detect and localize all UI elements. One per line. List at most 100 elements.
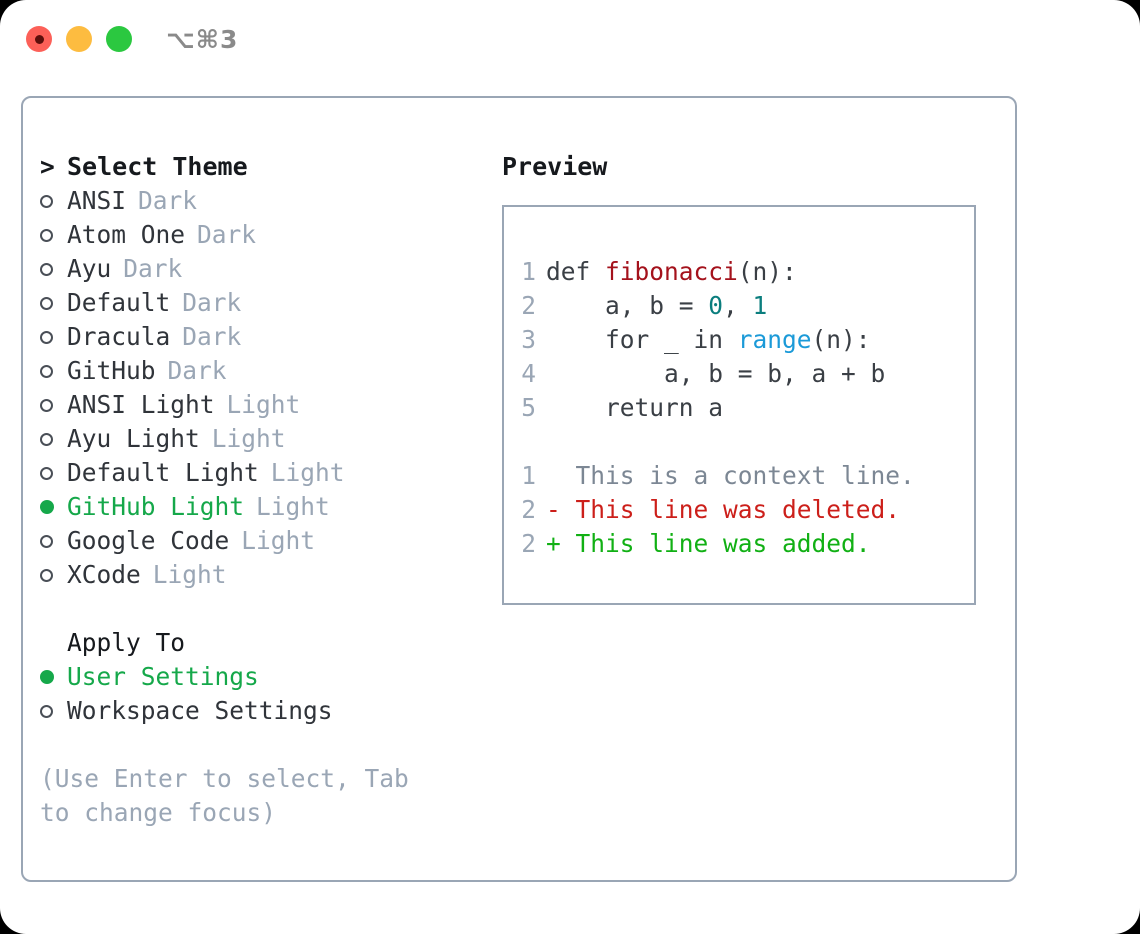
theme-radio-marker — [40, 194, 67, 208]
code-line: 2 a, b = 0, 1 — [504, 289, 974, 323]
radio-unselected-icon — [40, 364, 53, 378]
theme-radio-marker — [40, 262, 67, 276]
code-line-number: 4 — [521, 359, 536, 388]
code-token: (n): — [811, 325, 871, 354]
theme-name-label: XCode — [67, 560, 141, 589]
theme-radio-marker — [40, 432, 67, 446]
theme-radio-marker — [40, 364, 67, 378]
diff-spacer — [504, 425, 974, 459]
code-line-number: 5 — [521, 393, 536, 422]
diff-text: This line was deleted. — [560, 495, 901, 524]
theme-name-label: ANSI Light — [67, 390, 215, 419]
apply-to-option[interactable]: User Settings — [40, 660, 500, 694]
apply-to-radio-marker — [40, 670, 67, 684]
theme-name-label: ANSI — [67, 186, 127, 215]
theme-variant-tag: Light — [152, 560, 227, 589]
theme-radio-marker — [40, 398, 67, 412]
diff-line: 2 + This line was added. — [504, 527, 974, 561]
radio-unselected-icon — [40, 296, 53, 310]
theme-radio-marker — [40, 534, 67, 548]
theme-variant-tag: Dark — [138, 186, 198, 215]
select-theme-header: > Select Theme — [40, 150, 500, 184]
radio-unselected-icon — [40, 466, 53, 480]
radio-unselected-icon — [40, 330, 53, 344]
theme-name-label: Default Light — [67, 458, 259, 487]
theme-radio-marker — [40, 500, 67, 514]
maximize-window-button[interactable] — [106, 26, 132, 52]
diff-line-number: 1 — [521, 461, 536, 490]
theme-radio-marker — [40, 466, 67, 480]
code-token: 1 — [752, 291, 768, 320]
theme-name-label: Ayu — [67, 254, 112, 283]
radio-selected-icon — [40, 670, 54, 684]
diff-sign: + — [546, 529, 561, 558]
theme-list-item[interactable]: Dracula Dark — [40, 320, 500, 354]
code-token: a, b = b, a + b — [546, 359, 886, 388]
theme-variant-tag: Dark — [123, 254, 183, 283]
diff-text: This is a context line. — [560, 461, 915, 490]
theme-name-label: GitHub Light — [67, 492, 245, 521]
theme-name-label: Default — [67, 288, 171, 317]
close-window-button[interactable] — [26, 26, 52, 52]
diff-text: This line was added. — [560, 529, 871, 558]
select-theme-title: Select Theme — [67, 152, 248, 181]
keyboard-shortcut-label: ⌥⌘3 — [166, 24, 239, 54]
theme-list-item[interactable]: Ayu Dark — [40, 252, 500, 286]
theme-variant-tag: Dark — [182, 322, 242, 351]
traffic-light-buttons — [26, 26, 132, 52]
code-line-number: 2 — [521, 291, 536, 320]
section-spacer — [40, 592, 500, 626]
radio-unselected-icon — [40, 194, 53, 208]
minimize-window-button[interactable] — [66, 26, 92, 52]
theme-radio-marker — [40, 330, 67, 344]
preview-title: Preview — [502, 152, 608, 181]
diff-line: 2- This line was deleted. — [504, 493, 974, 527]
apply-to-radio-marker — [40, 704, 67, 718]
code-line: 3 for _ in range(n): — [504, 323, 974, 357]
theme-list-item[interactable]: XCode Light — [40, 558, 500, 592]
code-token: range — [737, 325, 812, 354]
theme-name-label: Google Code — [67, 526, 230, 555]
radio-unselected-icon — [40, 704, 53, 718]
theme-variant-tag: Light — [226, 390, 301, 419]
apply-to-label: Workspace Settings — [67, 696, 333, 725]
theme-radio-marker — [40, 296, 67, 310]
diff-line: 1 This is a context line. — [504, 459, 974, 493]
theme-name-label: Atom One — [67, 220, 186, 249]
theme-name-label: Ayu Light — [67, 424, 200, 453]
radio-unselected-icon — [40, 568, 53, 582]
theme-list-item[interactable]: ANSI Light Light — [40, 388, 500, 422]
apply-to-title: Apply To — [67, 628, 186, 657]
code-token: def — [546, 257, 606, 286]
theme-list-item[interactable]: ANSI Dark — [40, 184, 500, 218]
code-token: (n): — [737, 257, 797, 286]
code-token: return a — [546, 393, 724, 422]
theme-list-item[interactable]: Default Light Light — [40, 456, 500, 490]
apply-to-option[interactable]: Workspace Settings — [40, 694, 500, 728]
radio-selected-icon — [40, 500, 54, 514]
caret-icon: > — [40, 152, 55, 181]
code-line: 5 return a — [504, 391, 974, 425]
diff-line-number: 2 — [521, 495, 536, 524]
radio-unselected-icon — [40, 228, 53, 242]
radio-unselected-icon — [40, 262, 53, 276]
code-line-number: 3 — [521, 325, 536, 354]
theme-variant-tag: Light — [270, 458, 345, 487]
theme-name-label: Dracula — [67, 322, 171, 351]
diff-line-number: 2 — [521, 529, 536, 558]
code-line: 4 a, b = b, a + b — [504, 357, 974, 391]
keyboard-hint-text: (Use Enter to select, Tab to change focu… — [40, 764, 409, 827]
